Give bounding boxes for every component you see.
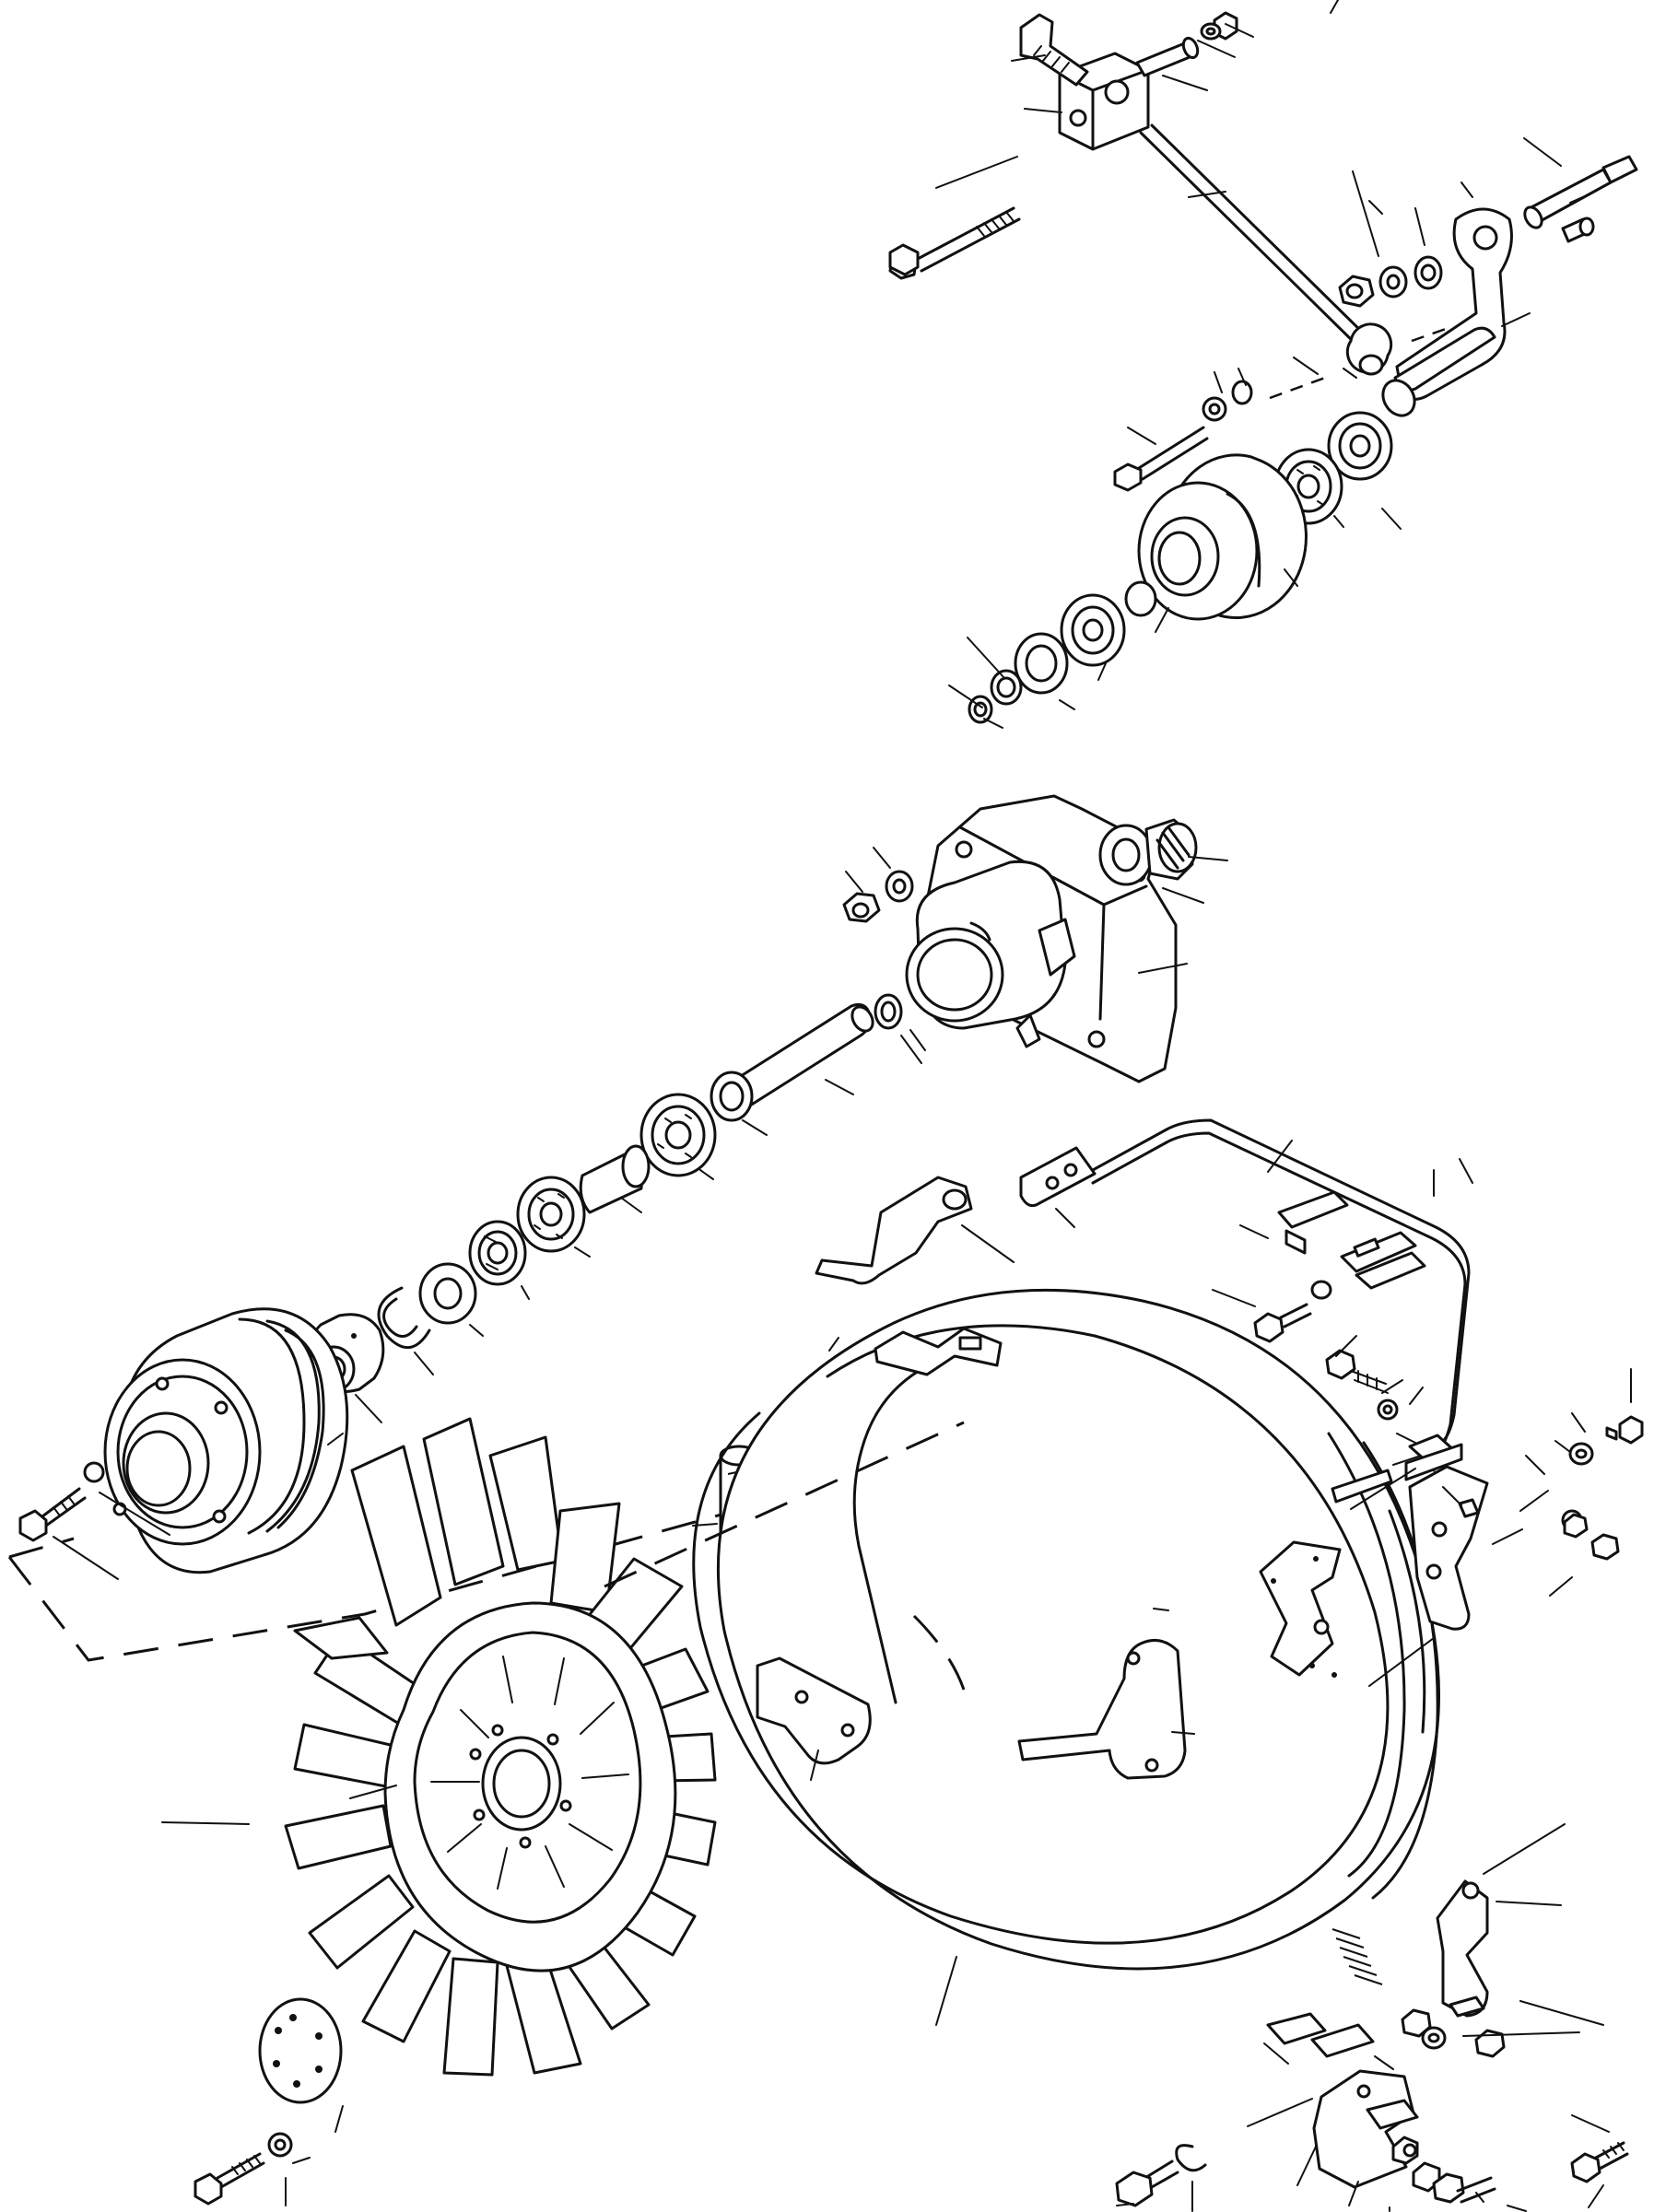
mounting-stay-group xyxy=(961,1118,1644,1631)
stay-bolts xyxy=(1253,1280,1399,1421)
right-nuts-washers xyxy=(1561,1415,1644,1561)
fan-hub-plate xyxy=(258,1997,343,2104)
shaft-bearing-upper xyxy=(710,1071,754,1122)
fan-to-shroud-line xyxy=(604,1421,965,1588)
bottom-leaders xyxy=(1247,1823,1610,2212)
shaft-circlip xyxy=(377,1286,431,1350)
drive-shaft xyxy=(732,1002,874,1108)
pulley-bolt-washer xyxy=(18,1461,105,1542)
tensioner-arm xyxy=(1381,207,1513,417)
pulley-leaders xyxy=(53,1433,344,1580)
shroud-seal-band xyxy=(1331,1928,1383,1985)
top-nut xyxy=(1200,11,1238,41)
idler-leaders xyxy=(948,508,1402,729)
fan-shroud xyxy=(692,1288,1440,1971)
housing-snap-ring xyxy=(874,993,903,1030)
stay-clip-lower xyxy=(1340,1231,1426,1290)
idler-bearing-lower xyxy=(1060,593,1126,667)
fan-shroud-group xyxy=(692,1288,1440,2058)
shroud-top-bracket xyxy=(874,1327,1003,1376)
shaft-washer xyxy=(418,1262,477,1325)
cooling-fan-group xyxy=(161,1417,966,2206)
fan-mount-bracket xyxy=(756,1656,872,1781)
shaft-bearing-mid xyxy=(516,1176,586,1253)
idler-pulley-group xyxy=(948,411,1402,729)
idler-washer xyxy=(1014,632,1069,695)
threaded-stud xyxy=(1019,13,1089,87)
stay-clip-upper xyxy=(1277,1190,1349,1255)
edge-guideline xyxy=(1330,0,1339,14)
idler-spacer xyxy=(1124,580,1157,617)
idler-pulley xyxy=(1137,453,1308,621)
shroud-inner-bracket xyxy=(1017,1638,1195,1780)
pivot-pin xyxy=(1523,155,1638,229)
housing-seal xyxy=(1098,818,1198,886)
shaft-bearing xyxy=(639,1093,717,1177)
housing-nut-washer xyxy=(842,870,914,923)
bearing-housing xyxy=(905,794,1178,1083)
lower-left-bolt xyxy=(1115,2144,1207,2212)
tensioner-rod xyxy=(1139,123,1393,376)
stay-leaders xyxy=(961,1140,1632,1597)
fan-pulley xyxy=(103,1307,349,1574)
shroud-leaders xyxy=(935,1608,1435,2026)
shroud-stay-rod xyxy=(1019,1118,1471,1472)
shroud-side-bracket xyxy=(1259,1540,1342,1678)
idler-bolt xyxy=(1113,380,1253,492)
fan-drive-shaft-group xyxy=(307,1002,874,1423)
arm-nut-washers xyxy=(1338,255,1443,308)
shroud-bottom-bracket xyxy=(1266,2012,1375,2058)
fan-bearing-housing-group xyxy=(842,794,1228,1083)
housing-leaders xyxy=(845,847,1228,1064)
lower-bracket xyxy=(1312,2069,1419,2189)
shaft-spacer xyxy=(579,1144,651,1214)
right-bracket xyxy=(1408,1465,1489,1631)
fan-pulley-group xyxy=(7,1307,775,1662)
linkage-leaders xyxy=(935,23,1588,445)
fan-spider xyxy=(383,1601,677,1972)
idler-bearing-upper xyxy=(1327,411,1393,481)
fan-leaders xyxy=(161,1785,397,2206)
bottom-bolts xyxy=(1391,2136,1629,2204)
idler-snap-rings xyxy=(968,669,1023,724)
shroud-left-clip xyxy=(815,1176,973,1352)
tensioner-linkage-group xyxy=(888,11,1638,492)
lower-right-bracket xyxy=(1436,1879,1489,2018)
lower-right-nuts xyxy=(1401,2008,1506,2058)
shaft-seal xyxy=(468,1220,527,1286)
long-bolt xyxy=(888,243,920,276)
shaft-leaders xyxy=(355,1079,854,1423)
sleeve-top xyxy=(1135,36,1200,77)
fan-bolt-washer xyxy=(194,2132,293,2206)
stay-lower-bolt xyxy=(1331,1469,1393,1504)
bottom-hardware-group xyxy=(1115,1823,1629,2212)
small-bushing xyxy=(1561,217,1595,243)
